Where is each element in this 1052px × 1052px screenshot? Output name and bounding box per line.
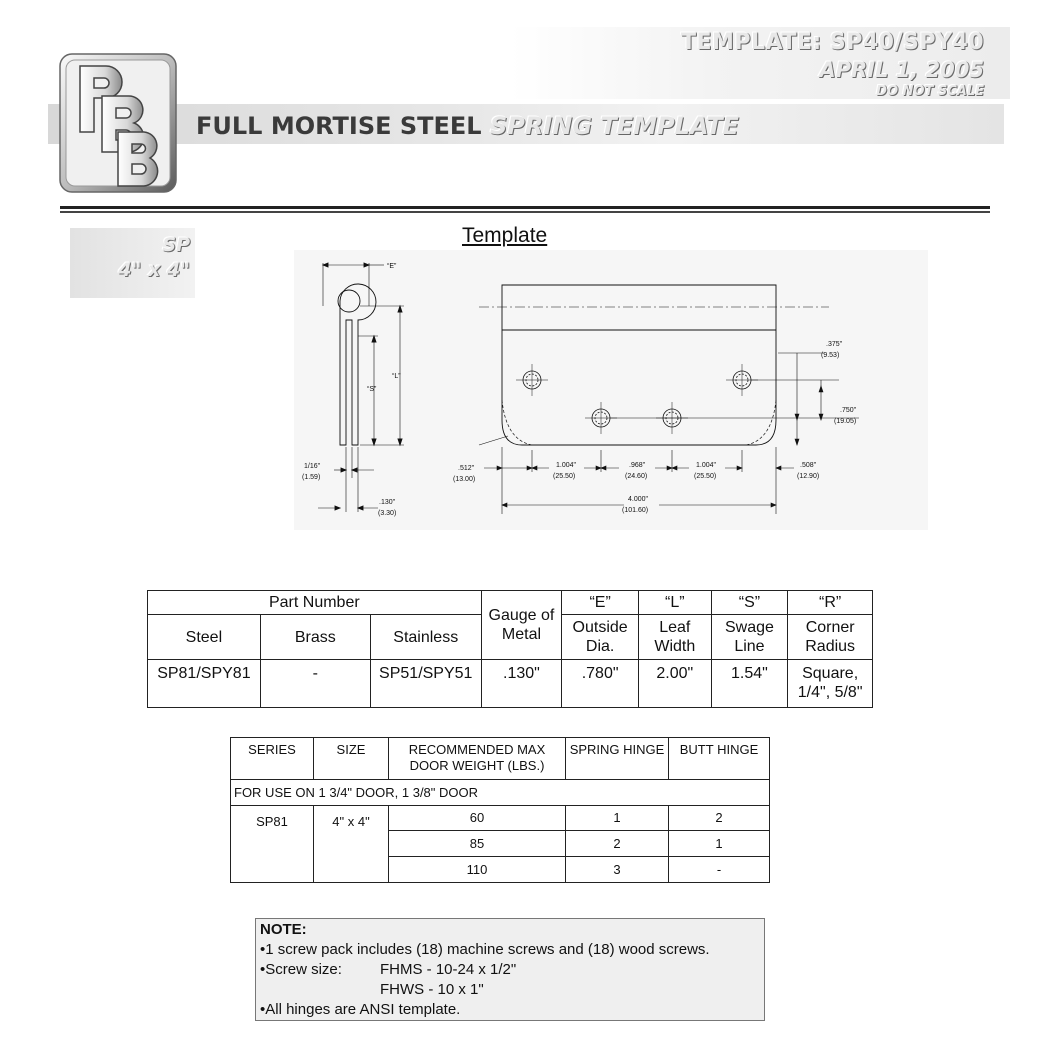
label-1004-a: 1.004" bbox=[556, 462, 577, 469]
label-508-mm: (12.90) bbox=[797, 473, 819, 480]
cell-weight: 85 bbox=[388, 830, 566, 857]
s-header-bottom: Swage Line bbox=[710, 614, 789, 660]
part-number-header: Part Number bbox=[147, 590, 482, 615]
series-tag-background bbox=[70, 228, 195, 298]
hinge-side-view bbox=[318, 262, 404, 512]
note-line-screw-size: •Screw size: FHMS - 10-24 x 1/2" bbox=[260, 960, 760, 980]
note-title: NOTE: bbox=[260, 921, 307, 938]
label-s: “S” bbox=[367, 386, 377, 393]
note-fhws: FHWS - 10 x 1" bbox=[380, 981, 484, 998]
weight-header: RECOMMENDED MAX DOOR WEIGHT (LBS.) bbox=[388, 737, 566, 780]
template-drawing: “E” “L” “S” 1/16" (1.59) .130" (3.30) bbox=[302, 262, 859, 517]
label-968-mm: (24.60) bbox=[625, 473, 647, 480]
company-logo bbox=[59, 53, 177, 193]
r-header-bottom: Corner Radius bbox=[787, 614, 873, 660]
door-use-note: FOR USE ON 1 3/4" DOOR, 1 3/8" DOOR bbox=[230, 779, 770, 806]
label-e: “E” bbox=[387, 263, 397, 270]
stainless-header: Stainless bbox=[369, 614, 482, 660]
label-750-mm: (19.05) bbox=[834, 418, 856, 425]
note-screw-size-label: •Screw size: bbox=[260, 961, 342, 978]
e-header-top: “E” bbox=[561, 590, 639, 615]
l-header-top: “L” bbox=[638, 590, 712, 615]
steel-header: Steel bbox=[147, 614, 261, 660]
title-band bbox=[48, 104, 1004, 144]
cell-l: 2.00" bbox=[638, 659, 712, 708]
note-box: NOTE: •1 screw pack includes (18) machin… bbox=[255, 918, 765, 1021]
page-title: FULL MORTISE STEEL SPRING TEMPLATE bbox=[196, 112, 739, 140]
cell-s: 1.54" bbox=[710, 659, 789, 708]
cell-weight: 110 bbox=[388, 856, 566, 883]
label-512-mm: (13.00) bbox=[453, 476, 475, 483]
series-header: SERIES bbox=[230, 737, 314, 780]
series-code: SP bbox=[162, 234, 190, 256]
cell-butt: 1 bbox=[668, 830, 770, 857]
butt-hinge-header: BUTT HINGE bbox=[668, 737, 770, 780]
cell-steel: SP81/SPY81 bbox=[147, 659, 261, 708]
label-1-16-mm: (1.59) bbox=[302, 474, 320, 481]
l-header-bottom: Leaf Width bbox=[638, 614, 712, 660]
do-not-scale-note: DO NOT SCALE bbox=[876, 84, 984, 99]
note-fhms: FHMS - 10-24 x 1/2" bbox=[380, 961, 517, 978]
label-4000-mm: (101.60) bbox=[622, 507, 648, 514]
label-375: .375" bbox=[826, 341, 843, 348]
cell-gauge: .130" bbox=[480, 659, 563, 708]
cell-brass: - bbox=[259, 659, 371, 708]
r-header-top: “R” bbox=[787, 590, 873, 615]
cell-spring: 2 bbox=[565, 830, 669, 857]
size-header: SIZE bbox=[313, 737, 389, 780]
cell-r: Square, 1/4", 5/8" bbox=[787, 659, 873, 708]
label-1004-a-mm: (25.50) bbox=[553, 473, 575, 480]
cell-spring: 1 bbox=[565, 805, 669, 831]
label-1004-b-mm: (25.50) bbox=[694, 473, 716, 480]
weight-table: SERIES SIZE RECOMMENDED MAX DOOR WEIGHT … bbox=[230, 737, 770, 883]
cell-series: SP81 bbox=[230, 805, 314, 883]
table-row: 110 3 - bbox=[231, 856, 770, 883]
label-375-mm: (9.53) bbox=[821, 352, 839, 359]
header-rule-thin bbox=[60, 211, 990, 213]
table-row: 85 2 1 bbox=[231, 830, 770, 857]
brass-header: Brass bbox=[259, 614, 371, 660]
e-header-bottom: Outside Dia. bbox=[561, 614, 639, 660]
template-date: APRIL 1, 2005 bbox=[819, 58, 984, 82]
cell-e: .780" bbox=[561, 659, 639, 708]
label-512: .512" bbox=[458, 465, 475, 472]
cell-size: 4" x 4" bbox=[313, 805, 389, 883]
drawing-title: Template bbox=[462, 224, 548, 247]
spring-hinge-header: SPRING HINGE bbox=[565, 737, 669, 780]
label-1004-b: 1.004" bbox=[696, 462, 717, 469]
cell-butt: 2 bbox=[668, 805, 770, 831]
note-line-screw-pack: •1 screw pack includes (18) machine scre… bbox=[260, 941, 710, 958]
hinge-front-view bbox=[478, 284, 859, 514]
cell-spring: 3 bbox=[565, 856, 669, 883]
header-rule bbox=[60, 206, 990, 209]
label-l: “L” bbox=[392, 373, 401, 380]
table-row: SP81/SPY81 - SP51/SPY51 .130" .780" 2.00… bbox=[147, 659, 873, 708]
template-code: TEMPLATE: SP40/SPY40 bbox=[680, 30, 984, 55]
label-130: .130" bbox=[379, 499, 396, 506]
label-508: .508" bbox=[800, 462, 817, 469]
cell-butt: - bbox=[668, 856, 770, 883]
label-130-mm: (3.30) bbox=[378, 510, 396, 517]
label-750: .750" bbox=[840, 407, 857, 414]
label-4000: 4.000" bbox=[628, 496, 649, 503]
header-top-band bbox=[510, 27, 1010, 99]
table-row: SP81 4" x 4" 60 1 2 bbox=[230, 805, 770, 883]
cell-stainless: SP51/SPY51 bbox=[369, 659, 482, 708]
spec-table: Part Number Gauge of Metal “E” “L” “S” “… bbox=[147, 590, 873, 708]
cell-weight: 60 bbox=[388, 805, 566, 831]
label-1-16: 1/16" bbox=[304, 463, 321, 470]
s-header-top: “S” bbox=[710, 590, 789, 615]
page-title-dark: FULL MORTISE STEEL bbox=[196, 112, 490, 140]
note-line-ansi: •All hinges are ANSI template. bbox=[260, 1001, 461, 1018]
label-968: .968" bbox=[629, 462, 646, 469]
page-title-light: SPRING TEMPLATE bbox=[489, 112, 739, 140]
series-size: 4" x 4" bbox=[118, 259, 190, 281]
gauge-header: Gauge of Metal bbox=[480, 590, 563, 660]
